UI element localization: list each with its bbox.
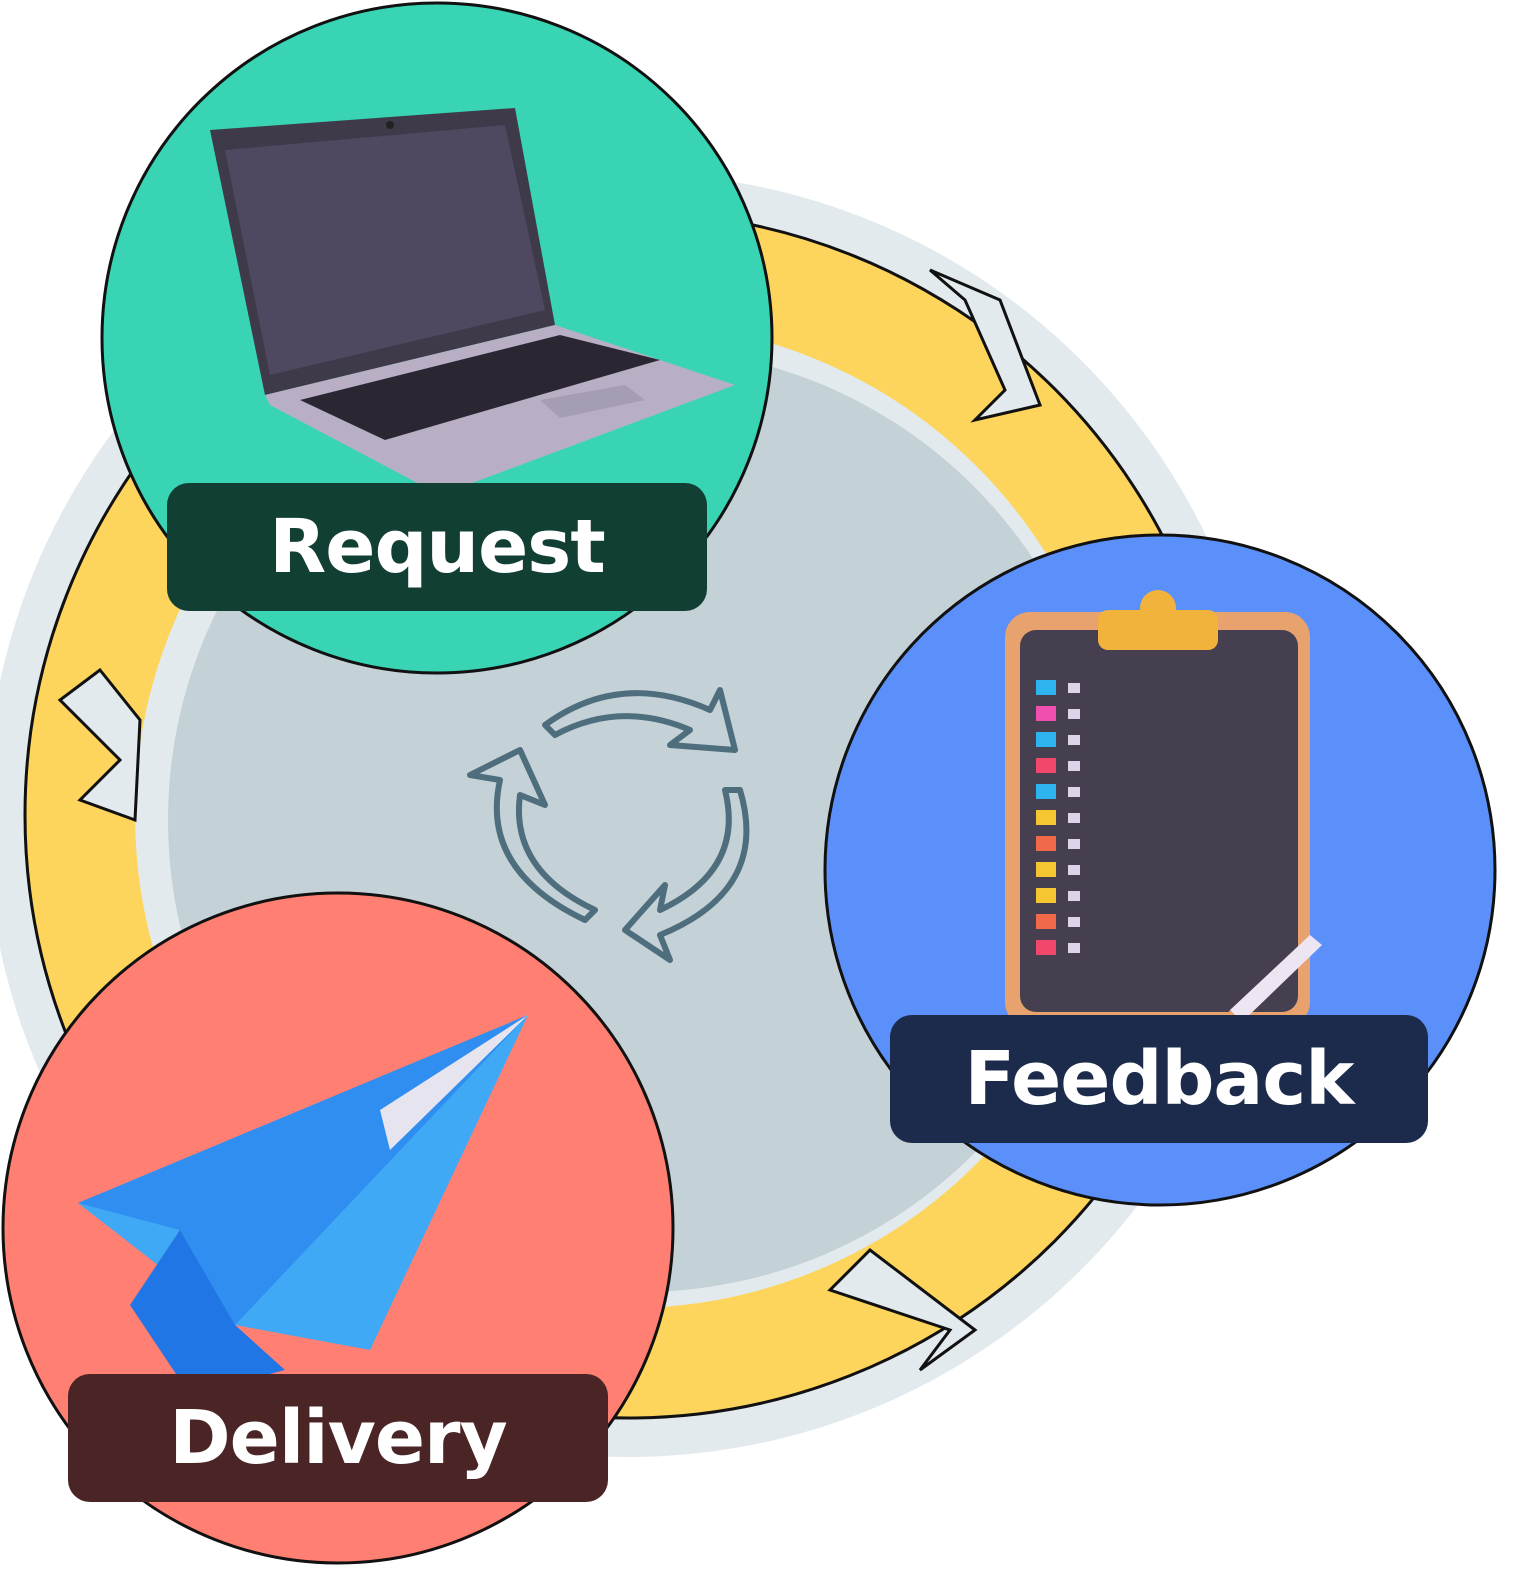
recycle-arrows-icon <box>467 687 750 963</box>
feedback-label-text: Feedback <box>964 1036 1355 1122</box>
checklist-items <box>1036 680 1080 955</box>
paper-plane-icon <box>78 1015 528 1395</box>
request-label: Request <box>167 483 707 611</box>
delivery-label-text: Delivery <box>169 1395 508 1481</box>
chevron-arrows <box>57 268 1043 1372</box>
delivery-label: Delivery <box>68 1374 608 1502</box>
laptop-icon <box>210 108 735 495</box>
request-label-text: Request <box>269 504 605 590</box>
clipboard-icon <box>1005 590 1322 1032</box>
feedback-label: Feedback <box>890 1015 1428 1143</box>
